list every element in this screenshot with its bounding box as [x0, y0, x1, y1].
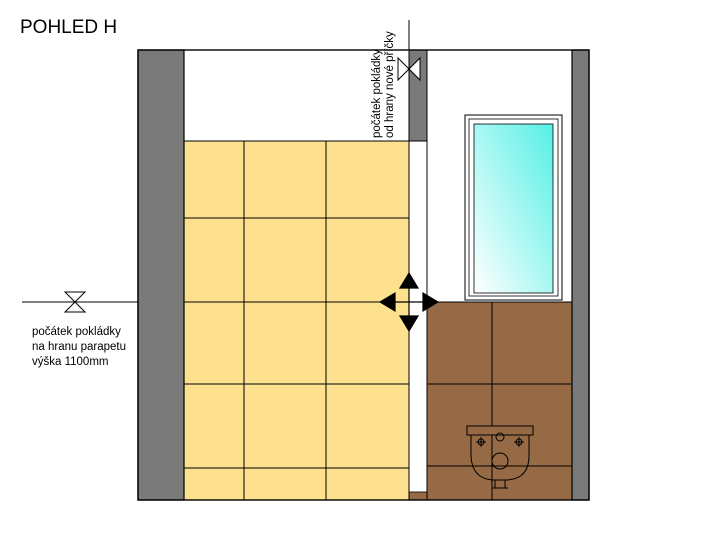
window [464, 114, 563, 301]
partition-foot-tile [408, 491, 428, 501]
right-wall [571, 49, 590, 501]
left-note: počátek pokládky na hranu parapetu výška… [32, 326, 126, 368]
top-layout-start-marker-icon [397, 56, 421, 82]
yellow-tile-area [183, 140, 410, 501]
left-note-line-1: počátek pokládky [32, 326, 121, 338]
room-outline [137, 49, 590, 501]
left-wall [137, 49, 185, 501]
view-title: POHLED H [20, 17, 117, 38]
top-note: počátek pokládky od hrany nové příčky [371, 31, 396, 138]
top-note-line-1: počátek pokládky [371, 49, 383, 138]
brown-tile-area [426, 301, 573, 501]
left-layout-start-marker-icon [63, 291, 87, 313]
wall-hung-toilet-icon [466, 425, 534, 489]
left-note-line-2: na hranu parapetu [32, 341, 126, 353]
top-note-line-2: od hrany nové příčky [384, 31, 396, 138]
left-note-line-3: výška 1100mm [32, 356, 108, 368]
four-way-arrow-icon [378, 271, 440, 333]
